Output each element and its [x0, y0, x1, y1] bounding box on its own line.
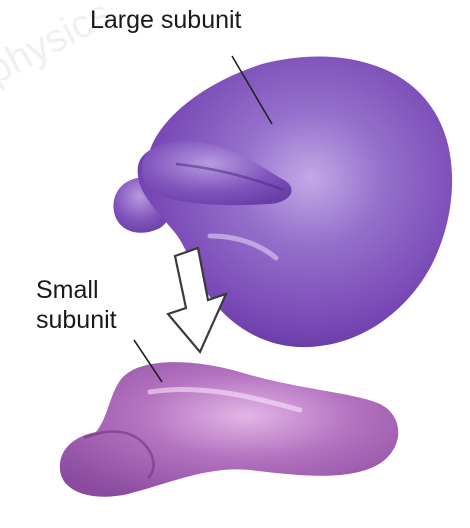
small-subunit-label-line-1: Small [36, 276, 99, 304]
small-subunit-body [60, 362, 398, 497]
small-subunit-label-line-2: subunit [36, 306, 117, 334]
small-subunit [60, 362, 398, 497]
large-subunit [113, 56, 452, 347]
large-subunit-label: Large subunit [90, 6, 242, 34]
